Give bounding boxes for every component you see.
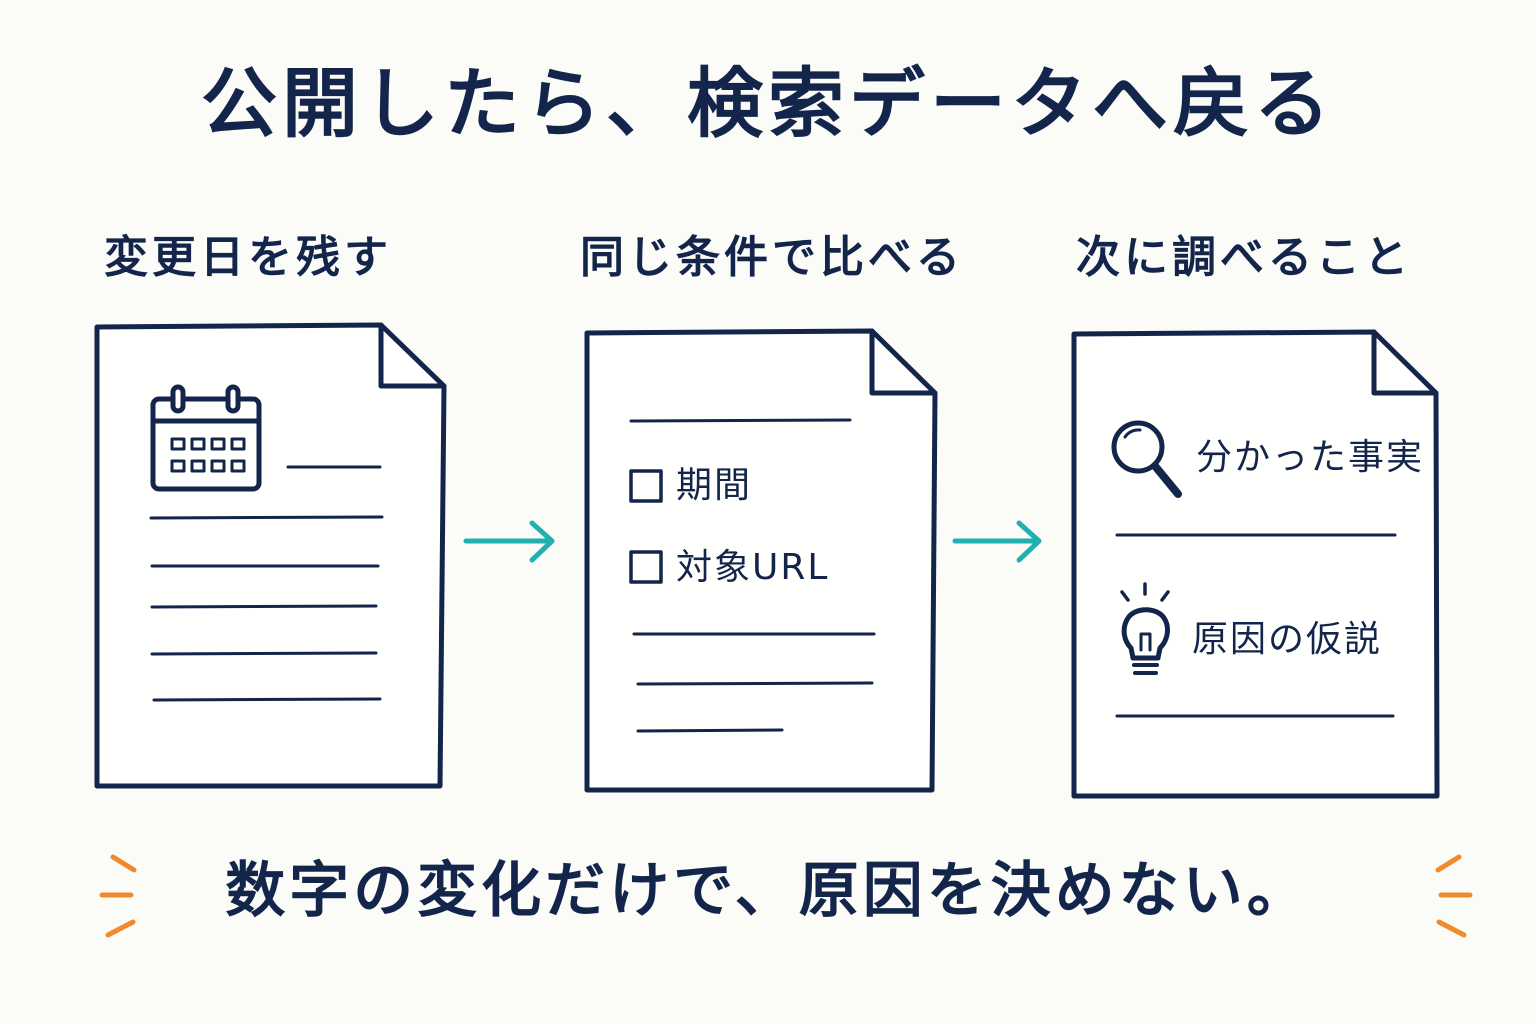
document-2-text-lines: [629, 418, 876, 733]
calendar-icon: [150, 384, 262, 492]
item-cause-hypothesis: 原因の仮説: [1192, 619, 1383, 660]
step-1-label: 変更日を残す: [104, 232, 392, 283]
document-3: [1071, 329, 1440, 799]
step-2-label: 同じ条件で比べる: [580, 232, 964, 283]
checkbox-period: [629, 469, 663, 503]
document-1-text-lines: [149, 465, 384, 702]
emphasis-marks-left: [99, 854, 137, 938]
arrow-right-1-icon: [463, 520, 555, 563]
checklist-item-period: 期間: [676, 465, 753, 506]
arrow-right-2-icon: [952, 520, 1042, 563]
emphasis-marks-right: [1435, 854, 1473, 938]
magnifier-icon: [1111, 420, 1182, 498]
document-2: [584, 328, 938, 793]
lightbulb-icon: [1120, 582, 1170, 675]
footer-message: 数字の変化だけで、原因を決めない。: [225, 856, 1311, 926]
item-found-facts: 分かった事実: [1196, 437, 1425, 478]
checklist-item-target-url: 対象URL: [676, 547, 830, 588]
step-3-label: 次に調べること: [1076, 232, 1412, 283]
checkbox-target-url: [629, 550, 663, 584]
document-3-text-lines: [1115, 533, 1397, 718]
document-1: [94, 322, 447, 789]
page-title: 公開したら、検索データへ戻る: [201, 59, 1335, 148]
